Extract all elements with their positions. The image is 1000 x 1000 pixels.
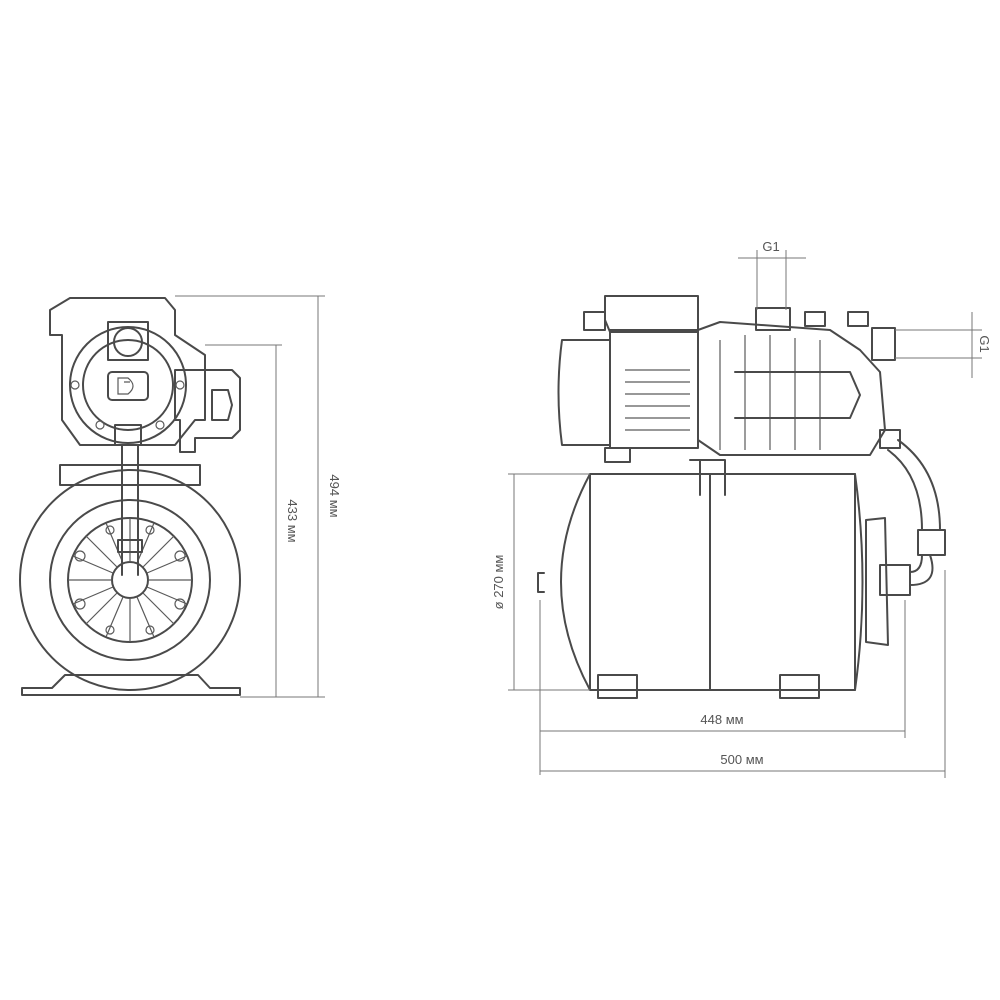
tank-body (560, 473, 864, 691)
dim-label-494: 494 мм (327, 474, 342, 517)
tank-valve (879, 564, 911, 596)
dim-label-g1-side: G1 (977, 335, 992, 352)
motor-end-cap (557, 339, 611, 446)
tank-inner-circle (49, 499, 211, 661)
mount-bracket (689, 459, 726, 496)
hose-fitting-bottom (917, 529, 946, 556)
screw (70, 380, 80, 390)
outlet-pipe (121, 444, 139, 576)
top-inlet-opening (113, 327, 143, 357)
pressure-switch-box (174, 369, 241, 453)
side-view (537, 295, 946, 699)
top-outlet (755, 307, 791, 331)
front-dimensions: 494 мм 433 мм (175, 295, 342, 698)
dim-label-433: 433 мм (285, 499, 300, 542)
dim-label-270: ø 270 мм (491, 555, 506, 610)
pipe-nut (117, 539, 143, 553)
switch-knob (211, 389, 233, 421)
tank-drain-plug (537, 572, 545, 593)
support-bracket (59, 464, 201, 486)
pump-volute-inner (82, 339, 174, 431)
logo-icon (117, 377, 134, 395)
pump-head (697, 321, 886, 456)
tank-cap-star (67, 517, 193, 643)
side-inlet (871, 327, 896, 361)
hose-fitting-top (879, 429, 901, 449)
top-plug (847, 311, 869, 327)
drain-connector (114, 424, 142, 446)
tank-foot-right (779, 674, 820, 699)
front-view (19, 297, 241, 696)
cable-gland (583, 311, 606, 331)
pump-head-ribs (719, 335, 821, 450)
terminal-box (604, 295, 699, 333)
top-inlet (107, 321, 149, 361)
screw (155, 420, 165, 430)
tank-foot-left (597, 674, 638, 699)
dim-label-500: 500 мм (720, 752, 763, 767)
dim-label-g1-top: G1 (762, 239, 779, 254)
hose-elbow (909, 554, 934, 586)
dim-label-448: 448 мм (700, 712, 743, 727)
pump-housing (49, 297, 206, 446)
pressure-hose (887, 439, 941, 531)
tank-outer-circle (19, 469, 241, 691)
top-plug (804, 311, 826, 327)
motor-fins (625, 369, 690, 431)
logo-badge (107, 371, 149, 401)
screw (175, 380, 185, 390)
screw (95, 420, 105, 430)
tank-flange (865, 517, 889, 646)
motor-foot (604, 447, 631, 463)
side-dimensions: G1 G1 ø 270 мм 448 мм 500 мм (491, 239, 992, 778)
pump-band (734, 371, 861, 419)
base-plate (21, 674, 241, 696)
